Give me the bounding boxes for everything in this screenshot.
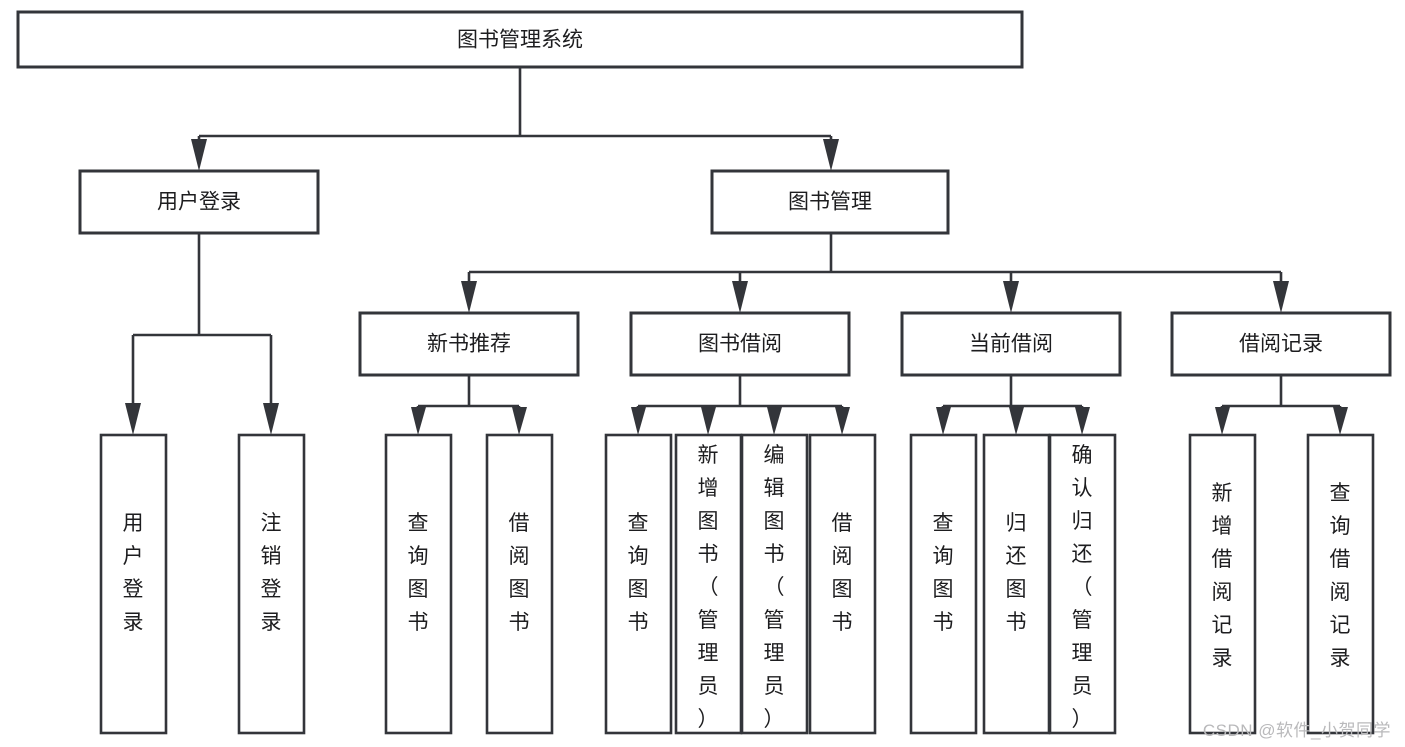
- node-book-borrow[interactable]: 图书借阅: [629, 311, 851, 377]
- leaf-add-borrow-record-label: 新增借阅记录: [1212, 482, 1233, 670]
- leaf-add-book-admin[interactable]: 新增图书（管理员）: [674, 433, 743, 735]
- leaf-borrow-book-newbook-label: 借阅图书: [509, 512, 530, 634]
- node-book-borrow-label: 图书借阅: [698, 333, 782, 356]
- arrow-record-leaf-1: [1215, 407, 1230, 435]
- leaf-query-borrow-record[interactable]: 查询借阅记录: [1306, 433, 1375, 735]
- arrow-record-leaf-2: [1333, 407, 1348, 435]
- leaf-borrow-book-newbook[interactable]: 借阅图书: [485, 433, 554, 735]
- node-new-book-recommend[interactable]: 新书推荐: [358, 311, 580, 377]
- arrow-borrow-leaf-1: [631, 407, 646, 435]
- node-current-borrow-label: 当前借阅: [969, 333, 1053, 356]
- node-borrow-record[interactable]: 借阅记录: [1170, 311, 1392, 377]
- leaf-confirm-return-admin-label: 确认归还（管理员）: [1072, 444, 1093, 731]
- arrow-to-current-borrow: [1003, 281, 1019, 313]
- leaf-query-book-borrow-label: 查询图书: [628, 512, 649, 634]
- leaf-borrow-book-borrow[interactable]: 借阅图书: [808, 433, 877, 735]
- arrow-to-user-login: [191, 139, 207, 171]
- leaf-confirm-return-admin[interactable]: 确认归还（管理员）: [1048, 433, 1117, 735]
- node-book-management-label: 图书管理: [788, 191, 872, 214]
- arrow-borrow-leaf-4: [835, 407, 850, 435]
- arrow-current-leaf-1: [936, 407, 951, 435]
- csdn-watermark: CSDN @软件_小贺同学: [1202, 721, 1391, 740]
- arrow-to-borrow-record: [1273, 281, 1289, 313]
- arrow-borrow-leaf-3: [767, 407, 782, 435]
- node-root-system[interactable]: 图书管理系统: [16, 10, 1024, 69]
- arrow-current-leaf-2: [1009, 407, 1024, 435]
- leaf-edit-book-admin[interactable]: 编辑图书（管理员）: [740, 433, 809, 735]
- leaf-query-borrow-record-label: 查询借阅记录: [1330, 482, 1351, 670]
- leaf-add-borrow-record[interactable]: 新增借阅记录: [1188, 433, 1257, 735]
- leaf-logout[interactable]: 注销登录: [237, 433, 306, 735]
- arrow-borrow-leaf-2: [701, 407, 716, 435]
- leaf-user-login-label: 用户登录: [123, 512, 144, 634]
- node-user-login[interactable]: 用户登录: [78, 169, 320, 235]
- leaf-return-book-label: 归还图书: [1006, 512, 1027, 634]
- arrow-to-book-borrow: [732, 281, 748, 313]
- node-book-management[interactable]: 图书管理: [710, 169, 950, 235]
- node-user-login-label: 用户登录: [157, 191, 241, 214]
- arrow-newbook-leaf-1: [411, 407, 426, 435]
- leaf-query-book-current[interactable]: 查询图书: [909, 433, 978, 735]
- leaf-add-book-admin-label: 新增图书（管理员）: [698, 444, 719, 731]
- node-current-borrow[interactable]: 当前借阅: [900, 311, 1122, 377]
- connector-layer: [125, 67, 1348, 435]
- node-borrow-record-label: 借阅记录: [1239, 333, 1323, 356]
- leaf-logout-label: 注销登录: [261, 512, 282, 634]
- node-new-book-recommend-label: 新书推荐: [427, 333, 511, 356]
- leaf-return-book[interactable]: 归还图书: [982, 433, 1051, 735]
- arrow-to-leaf-logout: [263, 403, 279, 435]
- arrow-newbook-leaf-2: [512, 407, 527, 435]
- leaf-user-login[interactable]: 用户登录: [99, 433, 168, 735]
- arrow-to-book-mgmt: [823, 139, 839, 171]
- arrow-current-leaf-3: [1075, 407, 1090, 435]
- leaf-query-book-current-label: 查询图书: [933, 512, 954, 634]
- node-root-label: 图书管理系统: [457, 29, 583, 52]
- leaf-query-book-newbook[interactable]: 查询图书: [384, 433, 453, 735]
- leaf-edit-book-admin-label: 编辑图书（管理员）: [764, 444, 785, 731]
- arrow-to-new-book-rec: [461, 281, 477, 313]
- leaf-query-book-newbook-label: 查询图书: [408, 512, 429, 634]
- arrow-to-leaf-user-login: [125, 403, 141, 435]
- leaf-borrow-book-borrow-label: 借阅图书: [832, 512, 853, 634]
- leaf-query-book-borrow[interactable]: 查询图书: [604, 433, 673, 735]
